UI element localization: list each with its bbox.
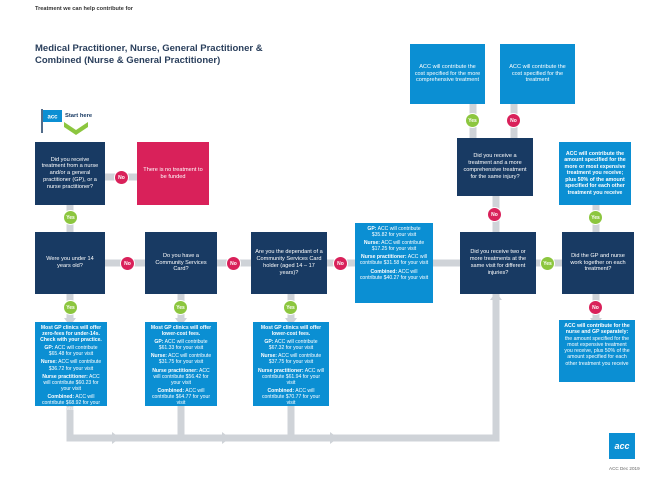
yes-badge: Yes xyxy=(540,256,555,271)
outcome-more-expensive: ACC will contribute the amount specified… xyxy=(559,142,631,205)
yes-badge: Yes xyxy=(283,300,298,315)
no-badge: No xyxy=(333,256,348,271)
fee-box-csc-dependant: Most GP clinics will offer lower-cost fe… xyxy=(253,322,329,406)
outcome-no-treatment: There is no treatment to be funded xyxy=(137,142,209,205)
outcome-separately: ACC will contribute for the nurse and GP… xyxy=(559,320,635,382)
page-title: Medical Practitioner, Nurse, General Pra… xyxy=(35,43,263,66)
start-logo-text: acc xyxy=(47,115,58,121)
question-comprehensive-same-injury: Did you receive a treatment and a more c… xyxy=(457,138,533,196)
fee-box-under-14: Most GP clinics will offer zero-fees for… xyxy=(35,322,107,412)
yes-badge: Yes xyxy=(63,210,78,225)
outcome-comprehensive: ACC will contribute the cost specified f… xyxy=(410,44,485,104)
no-badge: No xyxy=(588,300,603,315)
question-community-services-card: Do you have a Community Services Card? xyxy=(145,232,217,294)
acc-logo-text: acc xyxy=(614,441,630,451)
yes-badge: Yes xyxy=(588,210,603,225)
fee-box-standard: GP: ACC will contribute $35.82 for your … xyxy=(355,223,433,303)
yes-badge: Yes xyxy=(63,300,78,315)
no-badge: No xyxy=(487,207,502,222)
start-chevron-icon xyxy=(64,122,88,135)
fee-box-csc: Most GP clinics will offer lower-cost fe… xyxy=(145,322,217,406)
yes-badge: Yes xyxy=(465,113,480,128)
question-nurse-or-gp: Did you receive treatment from a nurse a… xyxy=(35,142,105,205)
no-badge: No xyxy=(226,256,241,271)
acc-logo: acc xyxy=(609,433,635,459)
no-badge: No xyxy=(120,256,135,271)
outcome-specified: ACC will contribute the cost specified f… xyxy=(500,44,575,104)
question-under-14: Were you under 14 years old? xyxy=(35,232,105,294)
yes-badge: Yes xyxy=(173,300,188,315)
footer-date: ACC Dec 2019 xyxy=(609,466,640,471)
header-subtitle: Treatment we can help contribute for xyxy=(35,6,133,12)
question-csc-dependant: Are you the dependant of a Community Ser… xyxy=(251,232,327,294)
acc-flag-icon: acc xyxy=(41,109,62,133)
question-two-or-more-treatments: Did you receive two or more treatments a… xyxy=(460,232,536,294)
start-label: Start here xyxy=(65,113,93,119)
no-badge: No xyxy=(114,170,129,185)
question-gp-nurse-together: Did the GP and nurse work together on ea… xyxy=(562,232,634,294)
no-badge: No xyxy=(506,113,521,128)
